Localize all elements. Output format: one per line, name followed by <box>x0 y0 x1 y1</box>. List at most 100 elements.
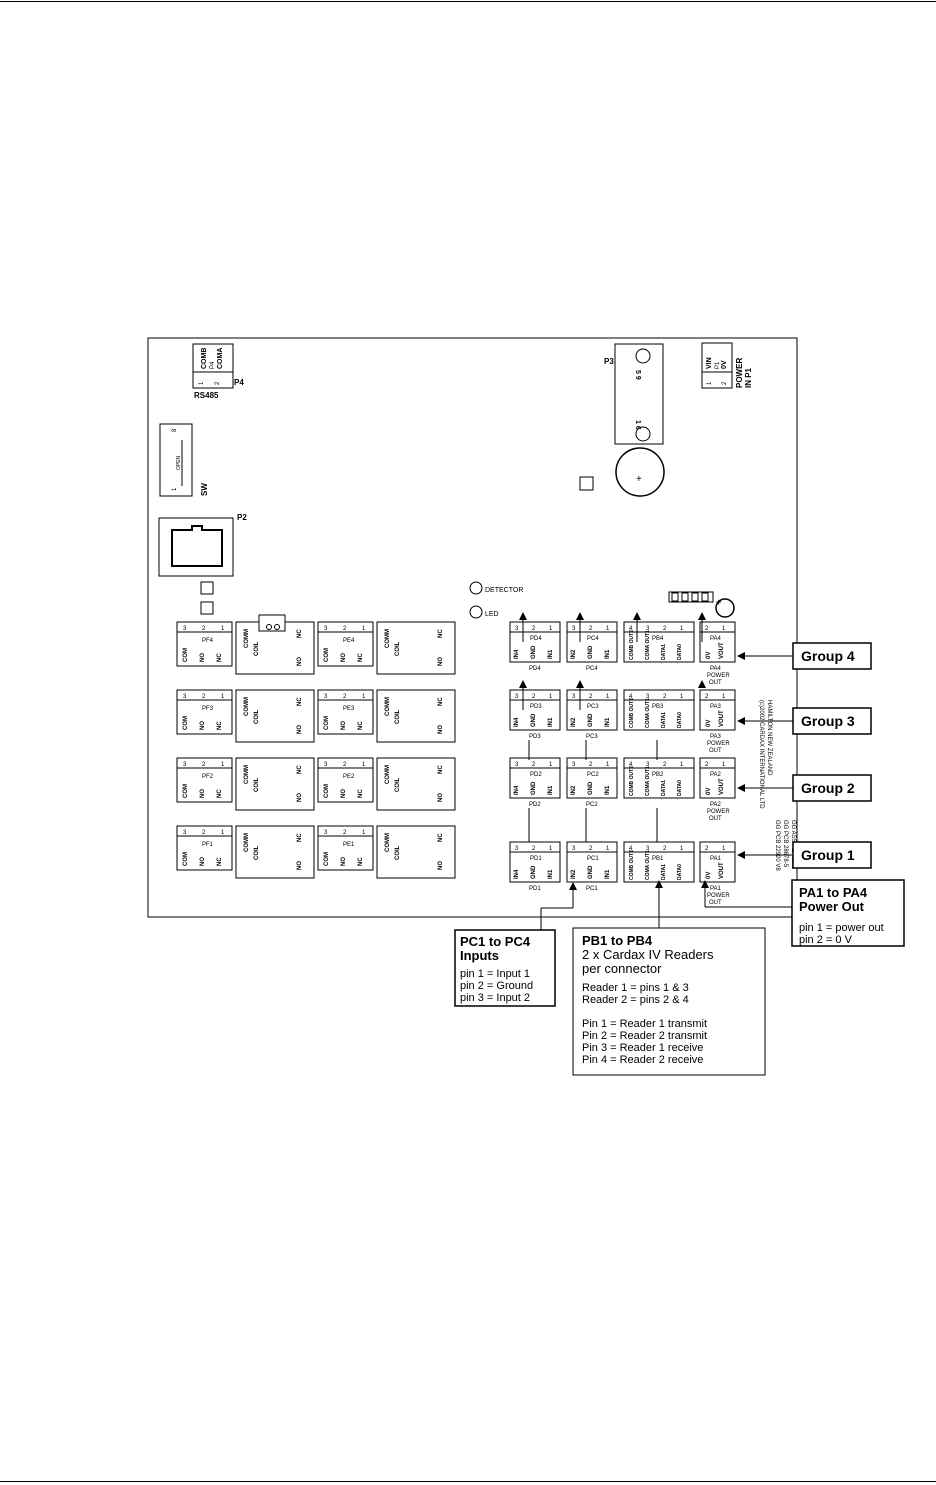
connector-pin-1: 1 <box>549 694 553 700</box>
p3-pins-1-6: 1 6 <box>634 420 641 430</box>
power-in-label-2: IN P1 <box>744 367 753 388</box>
p1-power-connector <box>701 342 733 389</box>
arrow-pd3 <box>519 680 527 688</box>
terminal-pin-2: 2 <box>202 626 206 632</box>
connector-label-pb: COMA OUT1 <box>645 766 651 796</box>
terminal-pin-3: 3 <box>324 830 328 836</box>
group-label-3: Group 3 <box>801 713 855 729</box>
p4-label-comb: COMB <box>201 348 208 369</box>
connector-id-pc2: PC2 <box>587 772 599 778</box>
terminal-pin-1: 1 <box>221 626 225 632</box>
terminal-label-com: COM <box>183 716 189 730</box>
connector-label-in2: IN2 <box>571 649 577 659</box>
connector-label-in2: IN2 <box>571 717 577 727</box>
terminal-label-nc: NC <box>217 721 223 730</box>
terminal-pin-1: 1 <box>221 830 225 836</box>
terminal-id-pf1: PF1 <box>202 842 214 848</box>
connector-pin-3: 3 <box>646 846 650 852</box>
relay-label-no: NO <box>297 861 303 870</box>
terminal-label-nc: NC <box>217 857 223 866</box>
connector-pc1 <box>566 841 618 883</box>
connector-pin-1: 1 <box>722 626 726 632</box>
callout-pb-line: Reader 2 = pins 2 & 4 <box>582 994 689 1006</box>
board-text: GG PCB 28678-5 <box>782 820 788 868</box>
relay-terminal-pf4 <box>176 621 233 667</box>
p4-rs485-connector <box>192 343 234 389</box>
callout-pc-arrow <box>569 882 577 890</box>
connector-pd2 <box>509 757 561 799</box>
p1-label-0v: 0V <box>721 360 728 369</box>
relay-body <box>376 621 456 675</box>
p4-label: P4 <box>234 378 244 387</box>
connector-pin-4: 4 <box>629 626 633 632</box>
connector-pin-2: 2 <box>663 846 667 852</box>
connector-label-gnd: GND <box>588 645 594 659</box>
connector-pin-3: 3 <box>515 626 519 632</box>
connector-label-in4: IN4 <box>514 717 520 727</box>
connector-label-pb: DATA1 <box>661 864 667 880</box>
relay-label-no: NO <box>438 657 444 666</box>
connector-label-gnd: GND <box>531 645 537 659</box>
connector-label-gnd: GND <box>588 713 594 727</box>
group-arrow <box>737 784 745 792</box>
connector-under-pd4: PD4 <box>529 666 541 672</box>
connector-pin-2: 2 <box>705 626 709 632</box>
terminal-pin-1: 1 <box>221 762 225 768</box>
p1-pin-1: 1 <box>707 381 713 385</box>
connector-pin-3: 3 <box>572 846 576 852</box>
terminal-pin-3: 3 <box>183 830 187 836</box>
terminal-label-nc: NC <box>358 789 364 798</box>
dip-switch <box>159 423 193 497</box>
connector-under-pd1: PD1 <box>529 886 541 892</box>
connector-label-gnd: GND <box>531 865 537 879</box>
connector-pin-3: 3 <box>646 694 650 700</box>
connector-pin-1: 1 <box>680 694 684 700</box>
relay-label-nc: NC <box>297 629 303 638</box>
connector-pin-2: 2 <box>589 694 593 700</box>
connector-label-pb: DATA1 <box>661 780 667 796</box>
callout-pb-line: Pin 3 = Reader 1 receive <box>582 1042 703 1054</box>
relay-label-coil: COIL <box>395 641 401 656</box>
connector-under-pa1: PA1 <box>710 886 722 892</box>
connector-under-out: OUT <box>709 816 722 822</box>
terminal-label-nc: NC <box>217 789 223 798</box>
arrow-pc3 <box>576 680 584 688</box>
sw-open-label: OPEN <box>176 455 182 470</box>
terminal-label-nc: NC <box>358 653 364 662</box>
callout-pa-title: PA1 to PA4 <box>799 885 868 900</box>
terminal-pin-2: 2 <box>343 830 347 836</box>
group-box-2 <box>792 774 872 802</box>
connector-pa3 <box>699 689 736 731</box>
arrow-pa4 <box>698 612 706 620</box>
terminal-pin-3: 3 <box>324 626 328 632</box>
connector-pin-2: 2 <box>532 762 536 768</box>
terminal-label-no: NO <box>341 721 347 730</box>
relay-label-coil: COIL <box>254 641 260 656</box>
relay-terminal-pf3 <box>176 689 233 735</box>
terminal-id-pf4: PF4 <box>202 638 214 644</box>
group-label-2: Group 2 <box>801 780 855 796</box>
connector-pb1 <box>623 841 695 883</box>
connector-label-pb: COMB OUT2 <box>629 630 635 660</box>
connector-under-pa4: PA4 <box>710 666 722 672</box>
relay-label-no: NO <box>438 861 444 870</box>
relay-label-no: NO <box>438 793 444 802</box>
terminal-label-com: COM <box>324 648 330 662</box>
connector-pin-3: 3 <box>515 762 519 768</box>
relay-label-nc: NC <box>297 833 303 842</box>
terminal-label-no: NO <box>200 653 206 662</box>
callout-pb-sub: 2 x Cardax IV Readers <box>582 947 714 962</box>
group-arrow <box>737 851 745 859</box>
connector-pin-3: 3 <box>646 626 650 632</box>
connector-label-in1: IN1 <box>605 785 611 795</box>
connector-pin-2: 2 <box>589 762 593 768</box>
relay-label-nc: NC <box>438 629 444 638</box>
connector-label-pb: DATA0 <box>677 864 683 880</box>
terminal-label-no: NO <box>341 857 347 866</box>
led-indicator <box>469 605 483 619</box>
connector-id-pd1: PD1 <box>530 856 542 862</box>
connector-under-pc2: PC2 <box>586 802 598 808</box>
relay-label-no: NO <box>297 725 303 734</box>
terminal-pin-1: 1 <box>362 694 366 700</box>
